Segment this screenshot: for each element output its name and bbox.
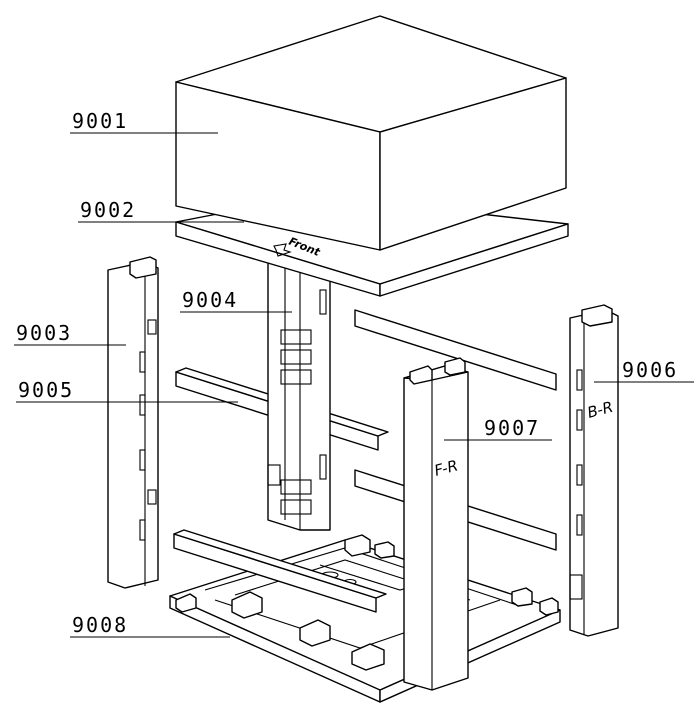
right-post-9006: B-R [569,304,619,637]
callout-9005: 9005 [18,378,74,402]
left-post-9003 [107,256,159,589]
front-arrow-icon [273,243,292,257]
front-right-marking: F-R [432,456,460,480]
center-post-9004 [267,251,331,531]
callout-9003: 9003 [16,321,72,345]
callout-9006: 9006 [622,358,678,382]
callout-9001: 9001 [72,109,128,133]
callout-9008: 9008 [72,613,128,637]
callout-9007: 9007 [484,416,540,440]
callout-9004: 9004 [182,288,238,312]
callouts: 9001 9002 9003 9004 9005 9006 9007 9008 [14,109,694,638]
box-9001 [175,15,567,251]
callout-9002: 9002 [80,198,136,222]
front-right-post-9007: F-R [403,357,469,691]
